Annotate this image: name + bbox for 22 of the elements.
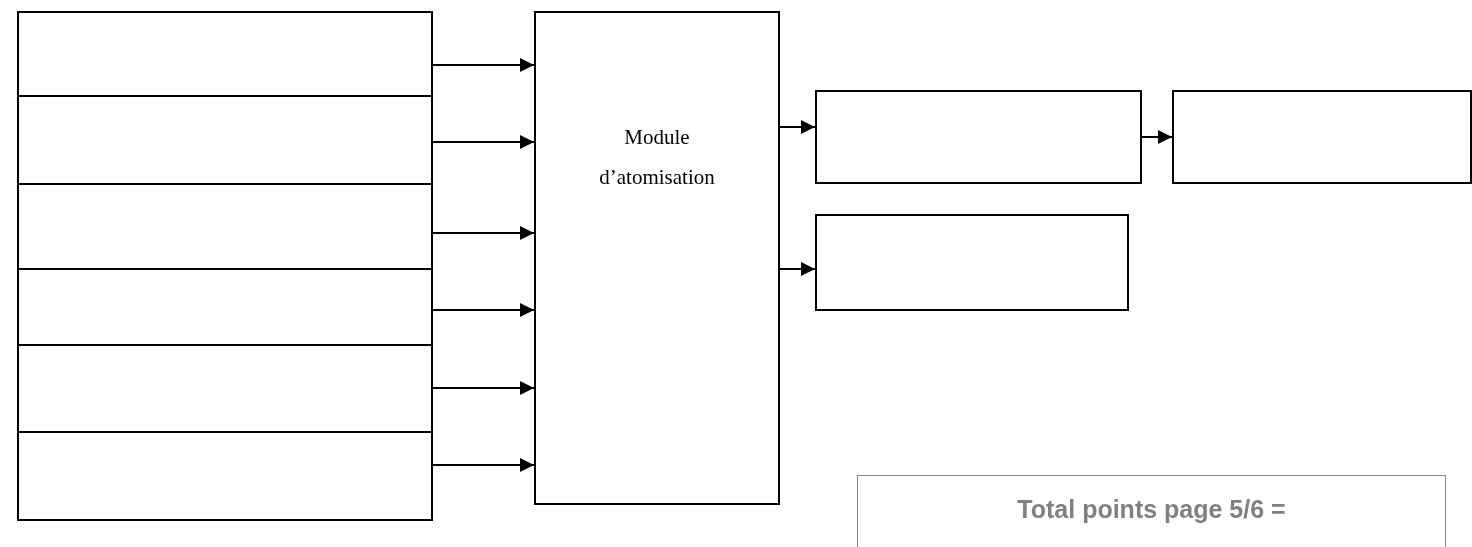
empty-box <box>17 183 433 270</box>
empty-box <box>17 431 433 521</box>
empty-box <box>17 95 433 185</box>
arrow <box>432 58 535 72</box>
total-points-label: Total points page 5/6 = <box>1016 494 1287 524</box>
process-box <box>534 11 780 505</box>
arrow <box>432 135 535 149</box>
empty-box <box>17 268 433 346</box>
arrow <box>432 458 535 472</box>
empty-box <box>17 344 433 433</box>
empty-box <box>815 214 1129 311</box>
arrow <box>1141 130 1173 144</box>
empty-box <box>1172 90 1472 184</box>
score-box <box>857 475 1446 547</box>
arrow <box>432 226 535 240</box>
empty-box <box>815 90 1142 184</box>
module-label: Module d’atomisation <box>598 124 716 191</box>
arrow <box>779 262 816 276</box>
arrow <box>779 120 816 134</box>
arrow <box>432 303 535 317</box>
empty-box <box>17 11 433 97</box>
arrow <box>432 381 535 395</box>
